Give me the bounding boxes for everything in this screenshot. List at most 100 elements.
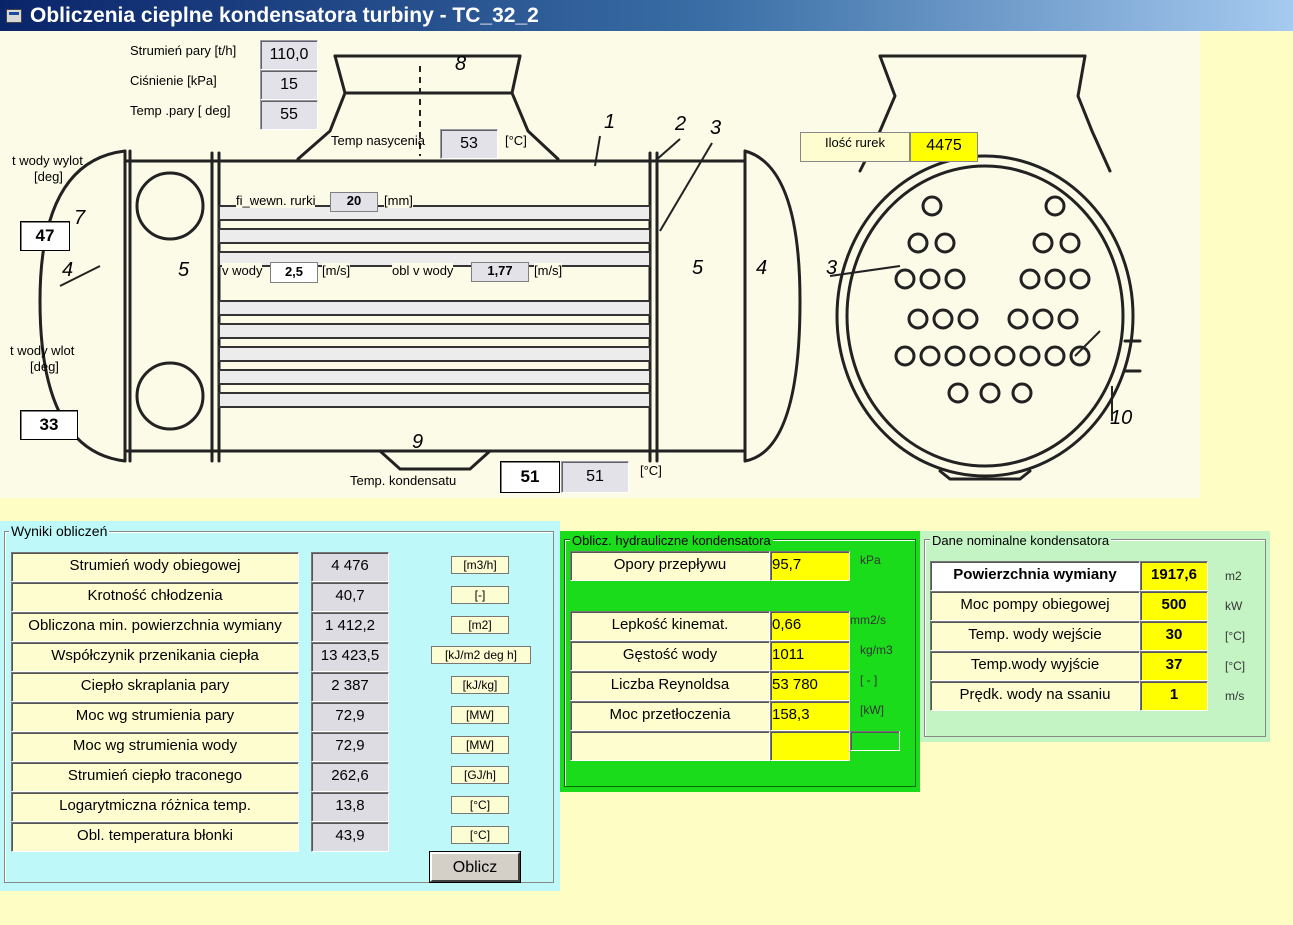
temp-sat-field[interactable]: 53 xyxy=(440,129,498,159)
water-velocity-label: v wody xyxy=(222,263,263,278)
hydraulic-value[interactable] xyxy=(770,731,850,761)
hydraulic-unit: kg/m3 xyxy=(860,643,893,657)
hydraulic-unit: [ - ] xyxy=(860,673,878,687)
result-unit: [kJ/m2 deg h] xyxy=(431,646,531,664)
water-velocity-unit: [m/s] xyxy=(322,263,351,278)
result-value[interactable]: 40,7 xyxy=(311,582,389,612)
result-value[interactable]: 4 476 xyxy=(311,552,389,582)
nominal-value[interactable]: 1917,6 xyxy=(1140,561,1208,591)
temp-sat-unit: [°C] xyxy=(505,133,527,148)
nominal-unit: m2 xyxy=(1225,569,1242,583)
pressure-field[interactable]: 15 xyxy=(260,70,318,100)
water-in-unit: [deg] xyxy=(30,359,59,374)
app-window-icon[interactable] xyxy=(6,8,22,23)
result-value[interactable]: 72,9 xyxy=(311,702,389,732)
tube-diameter-label: fi_wewn. rurki xyxy=(236,193,316,208)
result-value[interactable]: 262,6 xyxy=(311,762,389,792)
nominal-unit: kW xyxy=(1225,599,1243,613)
nominal-panel: Dane nominalne kondensatora Powierzchnia… xyxy=(920,531,1270,742)
water-out-field[interactable]: 47 xyxy=(20,221,70,251)
nominal-value[interactable]: 37 xyxy=(1140,651,1208,681)
hydraulic-label xyxy=(570,731,770,761)
nominal-label: Temp. wody wejście xyxy=(930,621,1140,651)
nominal-unit: [°C] xyxy=(1225,629,1246,643)
result-label: Współczynik przenikania ciepła xyxy=(11,642,299,672)
water-in-label: t wody wlot xyxy=(10,343,75,358)
drawing-label-7: 7 xyxy=(74,207,86,229)
condenser-drawing: 8 1 2 3 7 4 5 5 4 3 9 10 Strumień pary [… xyxy=(0,31,1200,498)
hydraulic-unit: [kW] xyxy=(860,703,884,717)
temp-steam-label: Temp .pary [ deg] xyxy=(130,103,231,118)
hydraulic-value[interactable]: 158,3 xyxy=(770,701,850,731)
drawing-label-2: 2 xyxy=(675,113,687,135)
drawing-label-8: 8 xyxy=(455,53,467,75)
condenser-schematic xyxy=(38,54,1142,481)
condensate-temp-calc-field[interactable]: 51 xyxy=(561,461,629,493)
nominal-value[interactable]: 500 xyxy=(1140,591,1208,621)
water-out-unit: [deg] xyxy=(34,169,63,184)
tube-diameter-field[interactable]: 20 xyxy=(330,192,378,212)
result-value[interactable]: 1 412,2 xyxy=(311,612,389,642)
hydraulic-label: Moc przetłoczenia xyxy=(570,701,770,731)
tube-count-label: Ilość rurek xyxy=(800,132,910,162)
result-label: Obliczona min. powierzchnia wymiany xyxy=(11,612,299,642)
nominal-label: Temp.wody wyjście xyxy=(930,651,1140,681)
result-value[interactable]: 13 423,5 xyxy=(311,642,389,672)
result-unit: [MW] xyxy=(451,736,509,754)
hydraulic-unit: kPa xyxy=(860,553,881,567)
hydraulic-value[interactable]: 95,7 xyxy=(770,551,850,581)
hydraulic-extra-field[interactable] xyxy=(850,731,900,751)
tube-count-field[interactable]: 4475 xyxy=(910,132,978,162)
result-value[interactable]: 43,9 xyxy=(311,822,389,852)
result-unit: [m2] xyxy=(451,616,509,634)
nominal-value[interactable]: 1 xyxy=(1140,681,1208,711)
drawing-label-5-right: 5 xyxy=(692,257,704,279)
result-unit: [-] xyxy=(451,586,509,604)
hydraulic-value[interactable]: 1011 xyxy=(770,641,850,671)
result-unit: [GJ/h] xyxy=(451,766,509,784)
nominal-unit: [°C] xyxy=(1225,659,1246,673)
water-in-field[interactable]: 33 xyxy=(20,410,78,440)
result-unit: [kJ/kg] xyxy=(451,676,509,694)
result-value[interactable]: 2 387 xyxy=(311,672,389,702)
drawing-label-3: 3 xyxy=(710,117,722,139)
result-label: Strumień ciepło traconego xyxy=(11,762,299,792)
result-unit: [°C] xyxy=(451,796,509,814)
hydraulic-label: Liczba Reynoldsa xyxy=(570,671,770,701)
title-bar: Obliczenia cieplne kondensatora turbiny … xyxy=(0,0,1293,31)
result-label: Ciepło skraplania pary xyxy=(11,672,299,702)
hydraulic-title: Oblicz. hydrauliczne kondensatora xyxy=(570,533,773,548)
water-velocity-field[interactable]: 2,5 xyxy=(270,262,318,283)
window-title: Obliczenia cieplne kondensatora turbiny … xyxy=(30,3,539,27)
drawing-label-4-left: 4 xyxy=(62,259,74,281)
result-label: Strumień wody obiegowej xyxy=(11,552,299,582)
result-label: Moc wg strumienia wody xyxy=(11,732,299,762)
tube-diameter-unit: [mm] xyxy=(384,193,413,208)
results-frame xyxy=(4,531,554,883)
drawing-label-10: 10 xyxy=(1110,407,1133,429)
nominal-unit: m/s xyxy=(1225,689,1245,703)
hydraulic-value[interactable]: 0,66 xyxy=(770,611,850,641)
drawing-label-3-end: 3 xyxy=(826,257,838,279)
calculate-button[interactable]: Oblicz xyxy=(429,851,521,883)
result-value[interactable]: 13,8 xyxy=(311,792,389,822)
condensate-temp-field[interactable]: 51 xyxy=(500,461,560,493)
result-label: Obl. temperatura błonki xyxy=(11,822,299,852)
condensate-temp-label: Temp. kondensatu xyxy=(350,473,457,488)
temp-steam-field[interactable]: 55 xyxy=(260,100,318,130)
nominal-label: Powierzchnia wymiany xyxy=(930,561,1140,591)
steam-flow-field[interactable]: 110,0 xyxy=(260,40,318,70)
nominal-label: Prędk. wody na ssaniu xyxy=(930,681,1140,711)
pressure-label: Ciśnienie [kPa] xyxy=(130,73,217,88)
nominal-value[interactable]: 30 xyxy=(1140,621,1208,651)
hydraulic-panel: Oblicz. hydrauliczne kondensatora Opory … xyxy=(560,531,920,792)
hydraulic-unit: mm2/s xyxy=(850,613,886,627)
result-value[interactable]: 72,9 xyxy=(311,732,389,762)
result-label: Logarytmiczna różnica temp. xyxy=(11,792,299,822)
result-label: Krotność chłodzenia xyxy=(11,582,299,612)
calc-velocity-field[interactable]: 1,77 xyxy=(471,262,529,282)
hydraulic-value[interactable]: 53 780 xyxy=(770,671,850,701)
result-unit: [m3/h] xyxy=(451,556,509,574)
result-label: Moc wg strumienia pary xyxy=(11,702,299,732)
